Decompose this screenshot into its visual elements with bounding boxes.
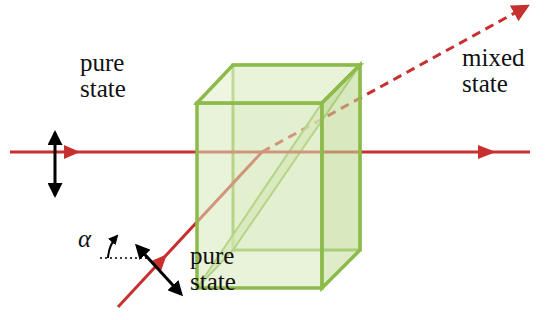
polarization-arrow xyxy=(54,133,57,195)
polarization-arrow xyxy=(137,246,181,294)
state-label: mixed state xyxy=(462,45,525,98)
beam-arrowhead xyxy=(151,250,172,271)
state-label: pure state xyxy=(190,243,236,296)
beam-arrowhead xyxy=(478,145,496,159)
state-label: pure state xyxy=(80,50,126,103)
beam-arrowhead xyxy=(64,145,80,159)
angle-label: α xyxy=(78,226,91,252)
angle-arc xyxy=(108,236,117,258)
